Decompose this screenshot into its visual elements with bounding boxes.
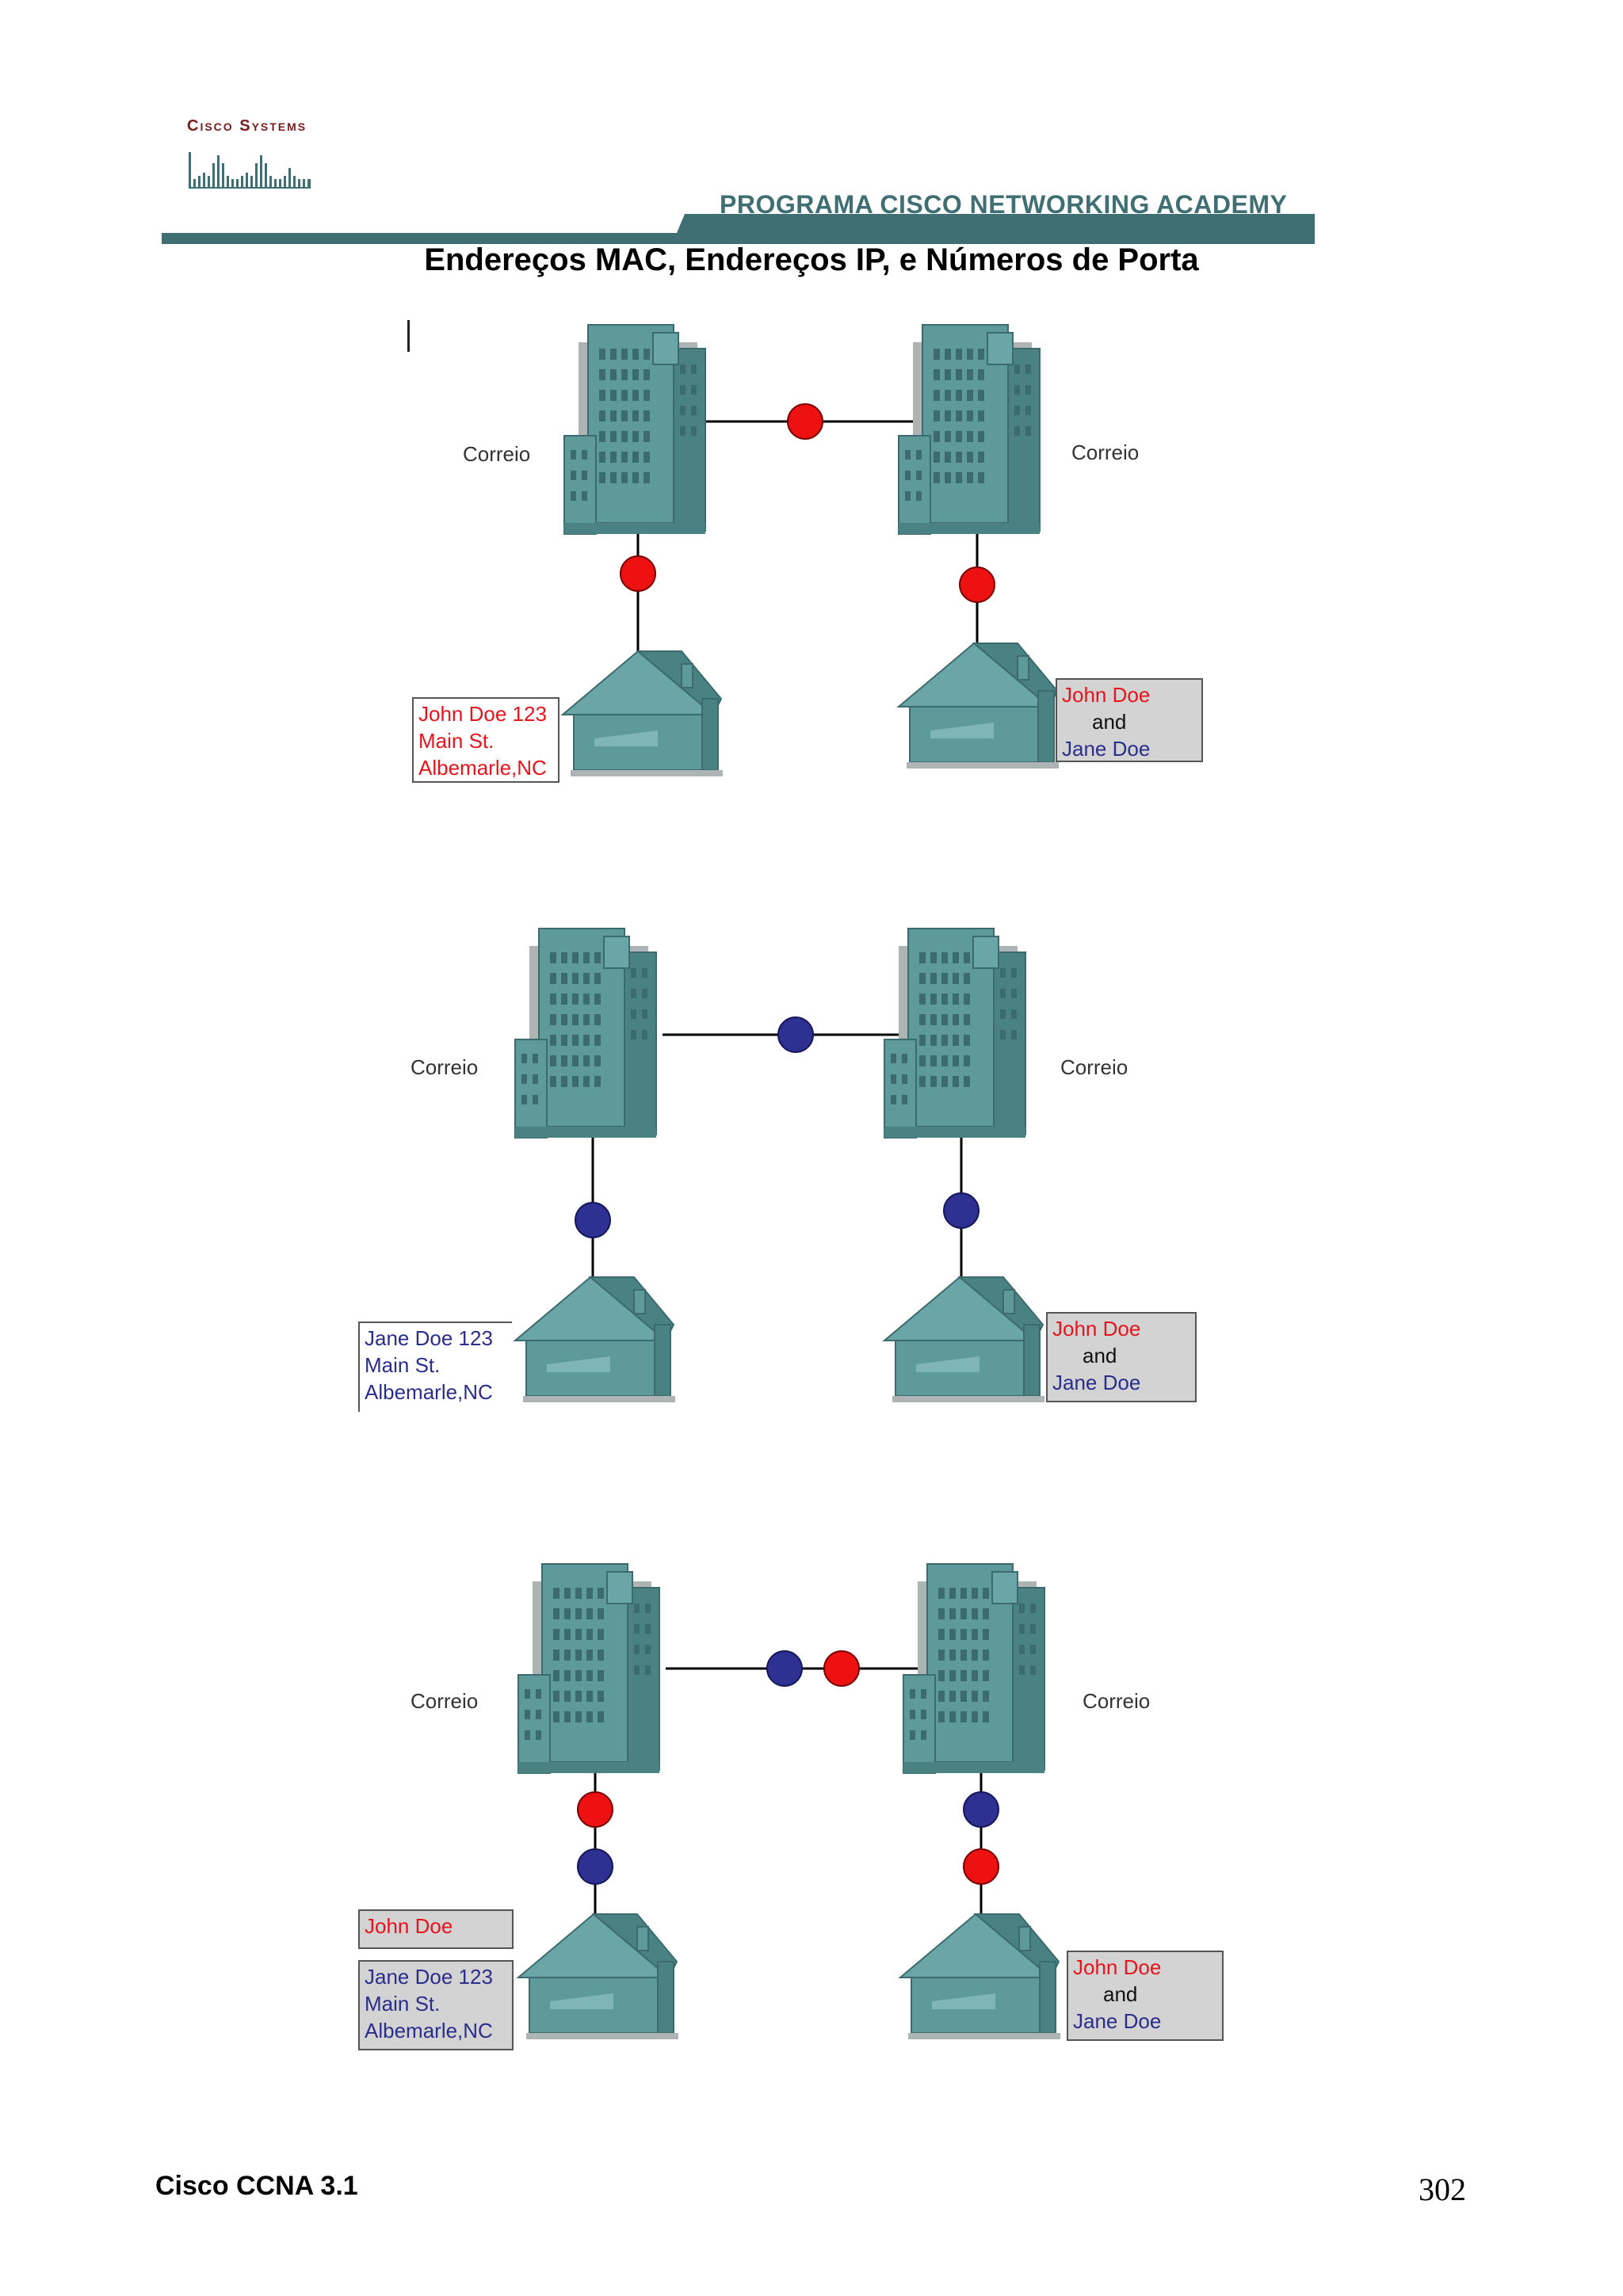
address-line: Albemarle,NC [418, 756, 547, 780]
cisco-logo: Cisco Systems [187, 117, 330, 196]
recipient-name: John Doe [1052, 1317, 1141, 1341]
red-packet-icon [577, 1791, 613, 1828]
building-label: Correio [411, 1055, 479, 1079]
address-line: John Doe 123 [418, 702, 547, 726]
post-office-building-icon [563, 324, 706, 535]
post-office-building-icon [517, 1563, 660, 1774]
building-label: Correio [411, 1689, 479, 1713]
recipient-name: John Doe [1073, 1955, 1162, 1979]
house-icon [899, 1913, 1061, 2040]
recipient-box: John Doe and Jane Doe [1046, 1312, 1197, 1402]
red-packet-icon [787, 403, 823, 440]
recipient-and: and [1083, 1344, 1117, 1367]
panel-2 [514, 928, 1045, 1403]
name-label: John Doe [365, 1914, 453, 1938]
address-line: Jane Doe 123 [365, 1965, 493, 1989]
address-line: Main St. [365, 1992, 441, 2016]
post-office-building-icon [884, 928, 1026, 1138]
logo-brand-text: Cisco Systems [187, 117, 307, 135]
post-office-building-icon [898, 324, 1041, 535]
footer-course: Cisco CCNA 3.1 [155, 2171, 358, 2201]
address-line: Albemarle,NC [365, 2019, 493, 2042]
address-line: Jane Doe 123 [365, 1326, 493, 1350]
building-label: Correio [463, 442, 531, 466]
recipient-name: John Doe [1062, 683, 1151, 707]
page-number: 302 [1419, 2172, 1466, 2207]
recipient-name: Jane Doe [1062, 737, 1151, 761]
red-packet-icon [823, 1650, 860, 1687]
blue-packet-icon [943, 1192, 980, 1229]
house-icon [562, 650, 724, 777]
building-label: Correio [1083, 1689, 1151, 1713]
recipient-box: John Doe and Jane Doe [1067, 1951, 1224, 2041]
address-line: Main St. [418, 729, 495, 753]
address-line: Albemarle,NC [365, 1380, 493, 1404]
page-title: Endereços MAC, Endereços IP, e Números d… [424, 242, 1199, 277]
house-icon [517, 1913, 679, 2040]
address-box: John Doe 123 Main St. Albemarle,NC [412, 697, 559, 783]
house-icon [898, 643, 1060, 769]
blue-packet-icon [766, 1650, 803, 1687]
building-label: Correio [1060, 1055, 1128, 1079]
panel-3 [517, 1563, 1061, 2040]
name-box: John Doe [358, 1909, 514, 1949]
text-cursor-mark [407, 320, 410, 352]
blue-packet-icon [777, 1016, 814, 1053]
recipient-box: John Doe and Jane Doe [1056, 678, 1203, 762]
blue-packet-icon [577, 1848, 613, 1885]
address-box: Jane Doe 123 Main St. Albemarle,NC [358, 1322, 512, 1412]
house-icon [514, 1276, 676, 1403]
post-office-building-icon [514, 928, 657, 1138]
building-label: Correio [1071, 441, 1140, 464]
recipient-and: and [1092, 710, 1127, 734]
address-box: Jane Doe 123 Main St. Albemarle,NC [358, 1960, 514, 2050]
post-office-building-icon [903, 1563, 1045, 1774]
recipient-name: Jane Doe [1052, 1371, 1141, 1394]
blue-packet-icon [963, 1791, 999, 1828]
address-line: Main St. [365, 1353, 441, 1377]
header-band [162, 214, 1315, 244]
blue-packet-icon [575, 1202, 611, 1238]
recipient-name: Jane Doe [1073, 2009, 1162, 2033]
panel-1 [562, 324, 1060, 777]
house-icon [884, 1276, 1045, 1403]
red-packet-icon [959, 566, 995, 603]
red-packet-icon [963, 1848, 999, 1885]
red-packet-icon [620, 555, 656, 592]
recipient-and: and [1103, 1982, 1138, 2006]
logo-bars-icon [189, 152, 311, 189]
